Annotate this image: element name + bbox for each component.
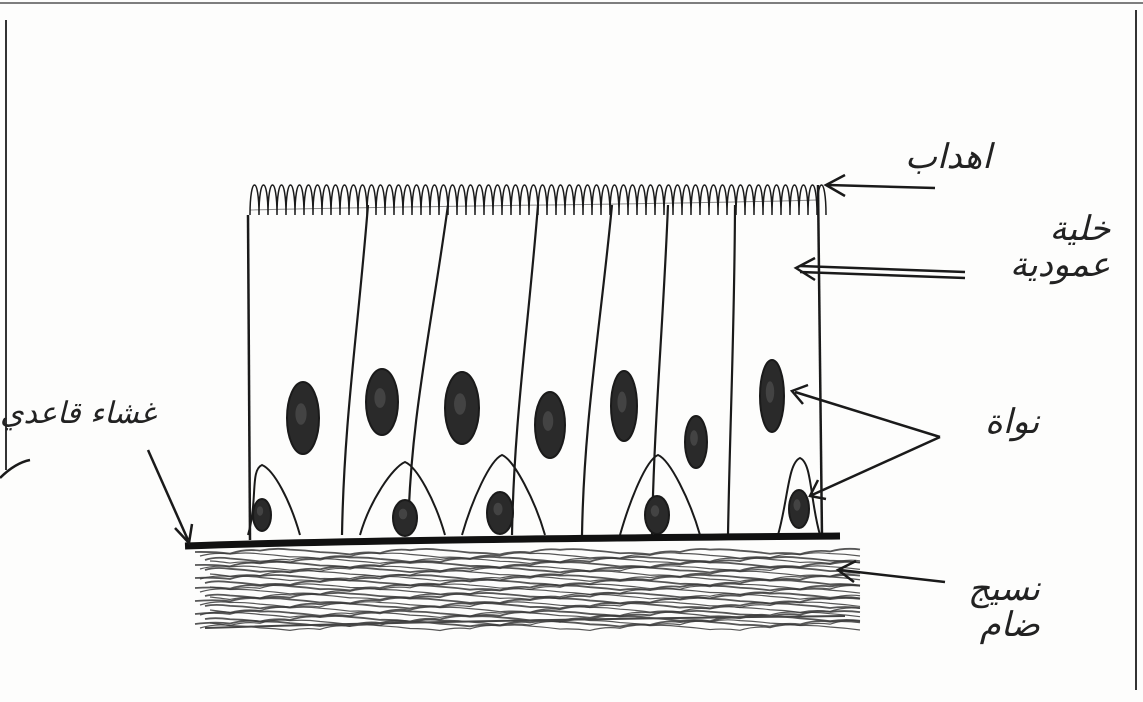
nucleolus xyxy=(690,430,698,446)
arrow-nucleus-lower xyxy=(810,437,940,499)
nucleolus xyxy=(543,411,554,431)
epithelium-left-border xyxy=(248,215,250,540)
nucleolus xyxy=(617,392,626,413)
cell-wall xyxy=(342,205,368,535)
nucleolus xyxy=(493,503,502,516)
arrow-nucleus-upper xyxy=(792,385,940,437)
nucleolus xyxy=(651,505,659,516)
label-columnar-cell: خلية عمودية xyxy=(1010,212,1110,283)
nucleolus xyxy=(454,393,466,415)
label-basement-membrane: غشاء قاعدي xyxy=(0,398,156,430)
label-connective-tissue: نسيج ضام xyxy=(968,572,1040,643)
basal-cells xyxy=(248,455,820,535)
nucleus xyxy=(253,499,271,531)
microvilli-border xyxy=(250,185,826,215)
nucleolus xyxy=(374,388,385,408)
epithelium-layer xyxy=(248,185,826,540)
arrow-cell xyxy=(796,258,965,280)
arrow-microvilli xyxy=(826,175,935,196)
basement-membrane xyxy=(185,536,840,546)
nuclei xyxy=(253,360,809,536)
nucleolus xyxy=(794,499,801,510)
nucleolus xyxy=(257,506,263,516)
label-connective-line2: ضام xyxy=(968,608,1040,644)
cell-wall xyxy=(408,205,448,535)
label-cell-line1: خلية xyxy=(1010,212,1110,248)
label-cell-line2: عمودية xyxy=(1010,248,1110,284)
basement-label-tail xyxy=(0,460,30,478)
label-nucleus: نواة xyxy=(985,405,1039,441)
arrow-basement xyxy=(148,450,192,543)
label-connective-line1: نسيج xyxy=(968,572,1040,608)
connective-fibre xyxy=(210,571,860,577)
nucleolus xyxy=(399,509,407,520)
cell-wall xyxy=(728,205,735,535)
nucleolus xyxy=(295,403,306,425)
nucleolus xyxy=(766,381,774,403)
label-microvilli: اهداب xyxy=(905,140,992,176)
cell-wall xyxy=(652,205,668,535)
connective-tissue xyxy=(195,549,860,631)
epithelium-right-border xyxy=(818,185,822,538)
microvilli-row xyxy=(250,185,826,215)
cell-wall xyxy=(582,205,612,535)
cell-walls xyxy=(342,205,735,535)
microvilli-base xyxy=(250,200,818,210)
